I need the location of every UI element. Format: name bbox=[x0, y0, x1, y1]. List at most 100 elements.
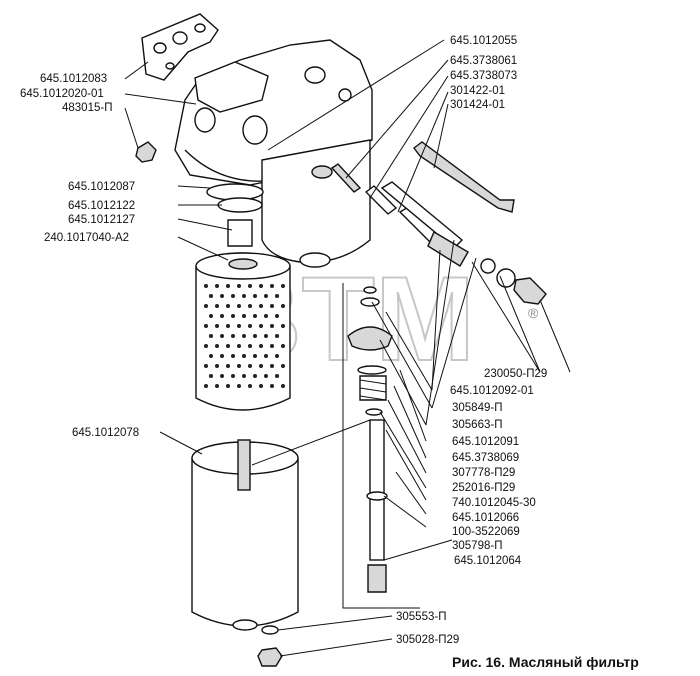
callout-645-1012055: 645.1012055 bbox=[450, 35, 517, 47]
callout-305663-p: 305663-П bbox=[452, 419, 502, 431]
callout-307778-p29: 307778-П29 bbox=[452, 467, 515, 479]
perforation-hole bbox=[259, 324, 263, 328]
perforation-hole bbox=[259, 384, 263, 388]
perforation-hole bbox=[253, 334, 257, 338]
callout-645-1012087: 645.1012087 bbox=[68, 181, 135, 193]
perforation-hole bbox=[237, 344, 241, 348]
callout-645-3738061: 645.3738061 bbox=[450, 55, 517, 67]
perforation-hole bbox=[248, 304, 252, 308]
perforation-hole bbox=[281, 364, 285, 368]
perforation-hole bbox=[270, 324, 274, 328]
callout-645-1012092-01: 645.1012092-01 bbox=[450, 385, 534, 397]
perforation-hole bbox=[204, 284, 208, 288]
perforation-hole bbox=[275, 354, 279, 358]
filter-element-part bbox=[195, 252, 291, 411]
perforation-hole bbox=[237, 284, 241, 288]
callout-305553-p: 305553-П bbox=[396, 611, 446, 623]
perforation-hole bbox=[237, 304, 241, 308]
perforation-hole bbox=[209, 314, 213, 318]
callout-740-1012045-30: 740.1012045-30 bbox=[452, 497, 536, 509]
perforation-hole bbox=[220, 354, 224, 358]
perforation-hole bbox=[264, 354, 268, 358]
perforation-hole bbox=[204, 324, 208, 328]
perforation-hole bbox=[264, 374, 268, 378]
perforation-hole bbox=[231, 354, 235, 358]
perforation-hole bbox=[220, 374, 224, 378]
callout-645-1012066: 645.1012066 bbox=[452, 512, 519, 524]
perforation-hole bbox=[215, 384, 219, 388]
perforation-hole bbox=[259, 364, 263, 368]
filter-canister-part bbox=[191, 439, 299, 631]
perforation-hole bbox=[231, 294, 235, 298]
plug-305028 bbox=[257, 647, 283, 667]
perforation-hole bbox=[226, 304, 230, 308]
centrifuge-body-part bbox=[261, 139, 371, 268]
perforation-hole bbox=[270, 284, 274, 288]
washer-305553 bbox=[261, 625, 279, 635]
perforation-hole bbox=[220, 314, 224, 318]
fitting-1012127 bbox=[227, 219, 253, 247]
perforation-hole bbox=[209, 334, 213, 338]
perforation-hole bbox=[220, 294, 224, 298]
perforation-hole bbox=[270, 384, 274, 388]
perforation-hole bbox=[237, 364, 241, 368]
callout-645-1012064: 645.1012064 bbox=[454, 555, 522, 567]
callout-230050-p29: 230050-П29 bbox=[484, 368, 547, 380]
perforation-hole bbox=[281, 304, 285, 308]
callout-252016-p29: 252016-П29 bbox=[452, 482, 515, 494]
perforation-hole bbox=[204, 344, 208, 348]
perforation-hole bbox=[270, 344, 274, 348]
callout-645-1012127: 645.1012127 bbox=[68, 214, 135, 226]
perforation-hole bbox=[281, 324, 285, 328]
perforation-hole bbox=[248, 364, 252, 368]
perforation-hole bbox=[209, 294, 213, 298]
perforation-hole bbox=[259, 344, 263, 348]
perforation-hole bbox=[231, 314, 235, 318]
perforation-hole bbox=[281, 384, 285, 388]
perforation-hole bbox=[215, 364, 219, 368]
ring-1012122 bbox=[217, 197, 263, 213]
perforation-hole bbox=[253, 294, 257, 298]
callout-305028-p29: 305028-П29 bbox=[396, 634, 459, 646]
perforation-hole bbox=[215, 284, 219, 288]
perforation-hole bbox=[248, 344, 252, 348]
perforation-hole bbox=[215, 344, 219, 348]
perforation-hole bbox=[264, 314, 268, 318]
callout-645-1012083: 645.1012083 bbox=[40, 73, 107, 85]
perforation-hole bbox=[248, 284, 252, 288]
callout-645-1012091: 645.1012091 bbox=[452, 436, 519, 448]
perforation-hole bbox=[231, 334, 235, 338]
callout-100-3522069: 100-3522069 bbox=[452, 526, 520, 538]
perforation-hole bbox=[226, 324, 230, 328]
perforation-hole bbox=[226, 384, 230, 388]
perforation-hole bbox=[270, 304, 274, 308]
perforation-hole bbox=[242, 314, 246, 318]
perforation-hole bbox=[231, 374, 235, 378]
perforation-hole bbox=[275, 294, 279, 298]
perforation-hole bbox=[264, 294, 268, 298]
callout-645-3738069: 645.3738069 bbox=[452, 452, 519, 464]
callout-645-1012078: 645.1012078 bbox=[72, 427, 139, 439]
perforation-hole bbox=[209, 354, 213, 358]
callout-645-3738073: 645.3738073 bbox=[450, 70, 517, 82]
leader-lines bbox=[124, 39, 571, 657]
perforation-hole bbox=[275, 314, 279, 318]
perforation-hole bbox=[209, 374, 213, 378]
perforation-hole bbox=[275, 374, 279, 378]
perforation-hole bbox=[237, 384, 241, 388]
bypass-valve-parts bbox=[330, 141, 547, 305]
perforation-hole bbox=[215, 304, 219, 308]
figure-caption: Рис. 16. Масляный фильтр bbox=[452, 654, 639, 670]
callout-305849-p: 305849-П bbox=[452, 402, 502, 414]
perforation-hole bbox=[253, 354, 257, 358]
perforation-hole bbox=[259, 284, 263, 288]
callout-240-1017040-a2: 240.1017040-А2 bbox=[44, 232, 129, 244]
perforation-hole bbox=[253, 374, 257, 378]
watermark-mark: ® bbox=[528, 305, 539, 321]
perforation-hole bbox=[220, 334, 224, 338]
perforation-hole bbox=[248, 384, 252, 388]
callout-483015-p: 483015-П bbox=[62, 102, 112, 114]
perforation-hole bbox=[226, 284, 230, 288]
perforation-hole bbox=[253, 314, 257, 318]
